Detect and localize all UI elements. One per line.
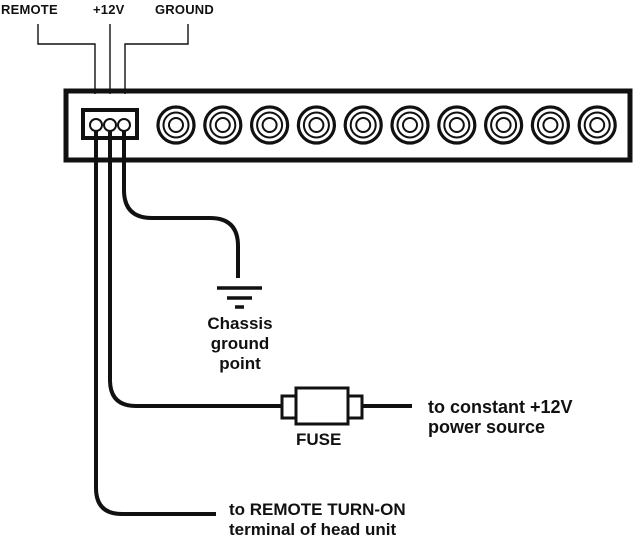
rca-jacks <box>156 105 617 145</box>
chassis-ground-label-line-2: ground <box>210 334 270 353</box>
plus12v-terminal-label: +12V <box>93 2 125 17</box>
rca-jack-icon <box>577 105 617 145</box>
power-source-label-line-2: power source <box>428 417 546 437</box>
rca-jack-icon <box>530 105 571 145</box>
fuse-icon <box>280 386 364 426</box>
rca-jack-icon <box>484 105 524 145</box>
ground-leader-line <box>124 24 189 94</box>
rca-jack-icon <box>390 105 430 145</box>
chassis-ground-label: Chassis ground point <box>190 314 290 374</box>
chassis-ground-label-line-3: point <box>219 354 261 373</box>
rca-jack-icon <box>437 105 477 145</box>
rca-jack-icon <box>250 105 290 145</box>
power-source-label: to constant +12V power source <box>428 397 573 437</box>
plus12v-terminal-screw <box>103 118 117 132</box>
remote-turn-on-label-line-1: to REMOTE TURN-ON <box>229 500 406 519</box>
plus12v-wire <box>108 131 282 408</box>
ground-symbol-icon <box>217 286 262 309</box>
ground-terminal-screw <box>117 118 131 132</box>
remote-turn-on-label-line-2: terminal of head unit <box>229 520 397 539</box>
remote-terminal-label: REMOTE <box>1 2 58 17</box>
rca-jack-icon <box>296 105 336 145</box>
remote-terminal-screw <box>89 118 103 132</box>
rca-jack-icon <box>156 105 196 145</box>
amplifier-panel <box>63 88 633 163</box>
power-source-label-line-1: to constant +12V <box>428 397 573 417</box>
ground-terminal-label: GROUND <box>155 2 214 17</box>
rca-jack-icon <box>203 105 243 145</box>
remote-turn-on-label: to REMOTE TURN-ON terminal of head unit <box>229 500 406 540</box>
fuse-label: FUSE <box>296 430 342 449</box>
remote-wire <box>94 131 216 516</box>
ground-wire <box>122 131 240 278</box>
rca-jack-icon <box>343 105 383 145</box>
chassis-ground-label-line-1: Chassis <box>207 314 273 333</box>
remote-leader-line <box>37 24 96 94</box>
